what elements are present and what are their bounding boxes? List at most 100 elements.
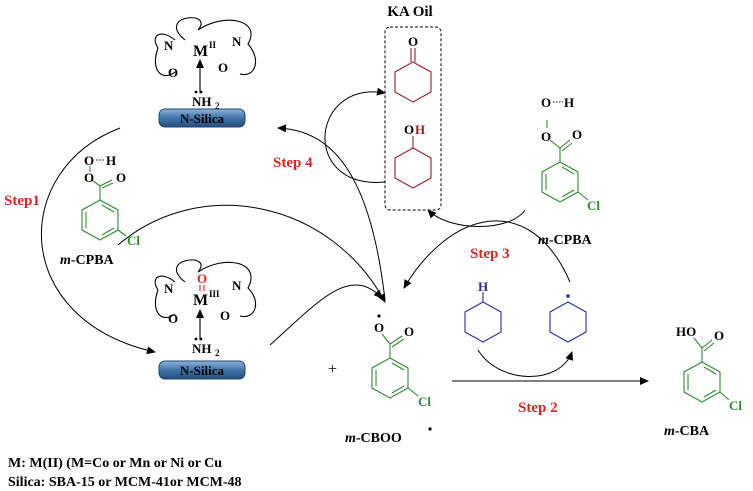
ka-oil-arrow (324, 87, 386, 183)
mcpba-right-atoms: H O O O Cl m-CPBA (538, 95, 600, 248)
o-left: O (168, 311, 178, 326)
amine-subscript: 2 (215, 348, 220, 358)
cl-bond (117, 229, 127, 237)
step4-arrow (277, 124, 386, 301)
radical-dot (566, 294, 570, 298)
cycle-arrows (40, 87, 649, 385)
metal: M (193, 43, 208, 60)
cl-atom: Cl (418, 394, 431, 409)
oxidation-state: II (209, 40, 217, 50)
amine-subscript: 2 (215, 101, 220, 111)
ligand-loops (154, 259, 257, 319)
oh-bond (693, 337, 703, 349)
co-bond-2 (703, 342, 715, 352)
cl-atom: Cl (587, 198, 600, 213)
radical-dot (428, 427, 432, 431)
mcba (683, 337, 730, 403)
step3-to-mcboo-arrow (403, 220, 571, 289)
co-bond (99, 179, 113, 187)
o-atom: O (572, 127, 582, 142)
ring (394, 61, 432, 103)
cl-bond (577, 191, 589, 201)
mcpba-to-mcboo-arrow (117, 204, 386, 303)
mcba-name: m-CBA (664, 424, 710, 439)
mcpba-left-atoms: H O O O Cl m-CPBA (60, 153, 140, 268)
ka-oil-box (384, 26, 442, 211)
oxo-o: O (197, 271, 207, 286)
o-atom: O (541, 95, 551, 110)
cl-atom: Cl (127, 233, 140, 248)
amine: NH (192, 94, 212, 109)
legend-line-1: M: M(II) (M=Co or Mn or Ni or Cu (8, 456, 222, 471)
ring-double-bond (703, 366, 717, 375)
co-bond (559, 139, 571, 149)
o-right: O (218, 60, 228, 75)
co-bond-2 (391, 338, 405, 348)
mcba-atoms: HO O Cl m-CBA (664, 324, 742, 439)
co-bond (389, 335, 403, 345)
support-bar (158, 108, 246, 128)
cl-atom: Cl (729, 398, 742, 413)
benzene-ring (371, 357, 409, 399)
metal: M (193, 292, 208, 309)
oo-bond (549, 139, 561, 149)
lone-pair-dot (199, 337, 203, 341)
benzene-ring (541, 161, 579, 203)
ring (464, 301, 502, 343)
ring-double-bond (391, 362, 405, 371)
o-atom: O (714, 328, 724, 343)
ligand-loops (154, 17, 257, 77)
support-top: N-Silica (158, 108, 246, 128)
n-left: N (164, 38, 174, 53)
cyclohexyl-radical (549, 301, 587, 343)
oxidation-state: III (209, 289, 220, 299)
step1-arrow (40, 127, 156, 355)
support-label: N-Silica (180, 363, 225, 378)
ketone-o: O (408, 34, 418, 49)
cyclohexanone (394, 48, 432, 103)
benzene-ring (683, 361, 721, 403)
ring (394, 147, 432, 189)
co-bond (701, 339, 713, 349)
step3-to-ka-arrow (427, 209, 526, 227)
step2-label: Step 2 (518, 400, 558, 416)
hydrogen-abstraction-arrow (477, 349, 574, 377)
lone-pair-dot (194, 337, 198, 341)
n-left: N (164, 281, 174, 296)
ring-double-bond (101, 204, 115, 213)
mcpba-right-name: m-CPBA (538, 233, 593, 248)
legend-line-2: Silica: SBA-15 or MCM-41or MCM-48 (8, 475, 242, 490)
cyclohexanol (394, 136, 432, 189)
co-bond-2 (101, 182, 114, 189)
mcboo-name: m-CBOO (345, 431, 402, 446)
ho-group: HO (676, 324, 696, 339)
o-atom: O (374, 320, 384, 335)
h-atom: H (106, 153, 116, 168)
bottom-to-mcboo-arrow (269, 284, 383, 346)
support-bottom: N-Silica (158, 360, 246, 380)
plus-sign: + (328, 361, 337, 378)
catalyst-m-iii: O N N M III O O NH 2 (154, 259, 257, 358)
ring-double-bond (561, 189, 575, 198)
n-right: N (232, 278, 242, 293)
ring-double-bond (561, 166, 575, 175)
ring-double-bond (101, 227, 115, 236)
cyclohexane-h: H (478, 279, 488, 294)
ring-double-bond (703, 389, 717, 398)
lone-pair-dot (194, 90, 198, 94)
cl-bond (719, 391, 730, 401)
step1-label: Step1 (4, 193, 40, 209)
benzene-ring (81, 199, 119, 241)
cl-bond (407, 387, 419, 397)
o-atom: O (116, 170, 126, 185)
mcboo-atoms: O O Cl m-CBOO (345, 314, 432, 446)
o-right: O (220, 308, 230, 323)
o-atom: O (541, 129, 551, 144)
amine: NH (192, 341, 212, 356)
radical-dot (377, 314, 381, 318)
mcpba-right (541, 101, 589, 203)
h-atom: H (564, 95, 574, 110)
ring (549, 301, 587, 343)
o-atom: O (404, 324, 414, 339)
